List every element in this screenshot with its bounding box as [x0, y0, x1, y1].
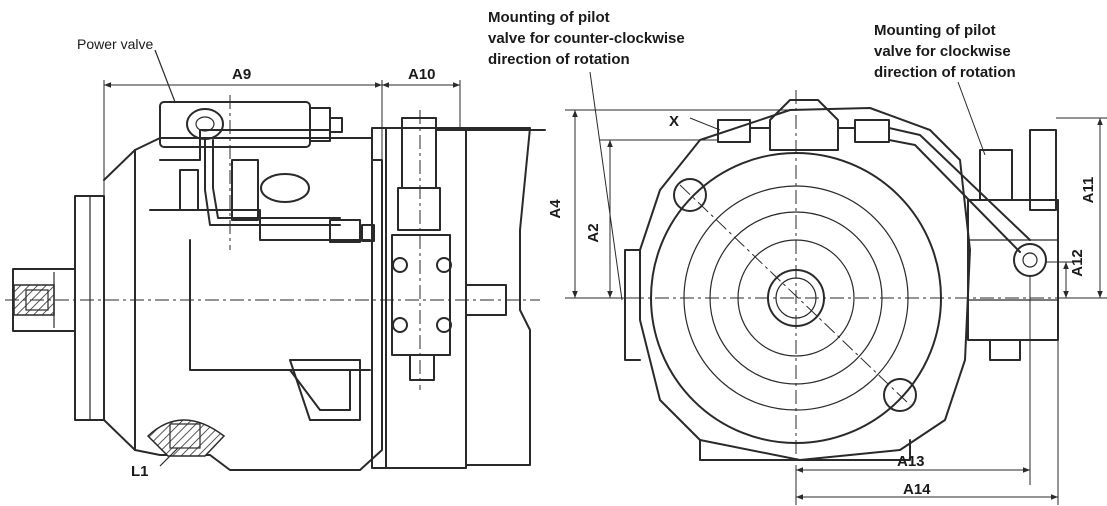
- dimension-a10: [382, 80, 461, 128]
- dimension-a2: [600, 139, 718, 298]
- side-control-block: [967, 129, 1059, 361]
- a10-label: A10: [408, 66, 436, 83]
- a14-label: A14: [903, 481, 931, 498]
- dimension-a12: [1046, 261, 1072, 298]
- a13-label: A13: [897, 453, 925, 470]
- l1-label: L1: [131, 463, 149, 480]
- cw-note-line1: Mounting of pilot: [874, 22, 996, 39]
- power-valve: [154, 49, 343, 226]
- dimension-a9: [103, 80, 383, 196]
- labels: Power valve A9 A10 L1 X A4 A2 A11 A12 A1…: [77, 9, 1097, 498]
- x-leader-line: [689, 117, 721, 131]
- a4-label: A4: [547, 199, 564, 219]
- power-valve-label: Power valve: [77, 36, 153, 52]
- a12-label: A12: [1069, 249, 1086, 277]
- ccw-note-line1: Mounting of pilot: [488, 9, 610, 26]
- front-housing: [624, 99, 971, 461]
- side-view: [5, 49, 546, 471]
- cw-note-line3: direction of rotation: [874, 64, 1016, 81]
- dimension-a13: [796, 276, 1031, 485]
- front-view: [565, 71, 1107, 505]
- port-l1: [146, 419, 226, 467]
- a11-label: A11: [1080, 177, 1097, 204]
- ccw-note-line3: direction of rotation: [488, 51, 630, 68]
- dimension-a14: [795, 330, 1059, 505]
- ccw-note-line2: valve for counter-clockwise: [488, 30, 685, 47]
- cw-leader-line: [957, 81, 986, 156]
- a9-label: A9: [232, 66, 251, 83]
- ccw-leader-line: [589, 71, 623, 301]
- cw-note-line2: valve for clockwise: [874, 43, 1011, 60]
- front-center-diagonal: [679, 184, 911, 406]
- pilot-valve-pipe: [717, 119, 1047, 277]
- x-label: X: [669, 113, 679, 130]
- control-block: [329, 117, 546, 469]
- dimension-a4: [565, 109, 790, 299]
- a2-label: A2: [585, 223, 602, 242]
